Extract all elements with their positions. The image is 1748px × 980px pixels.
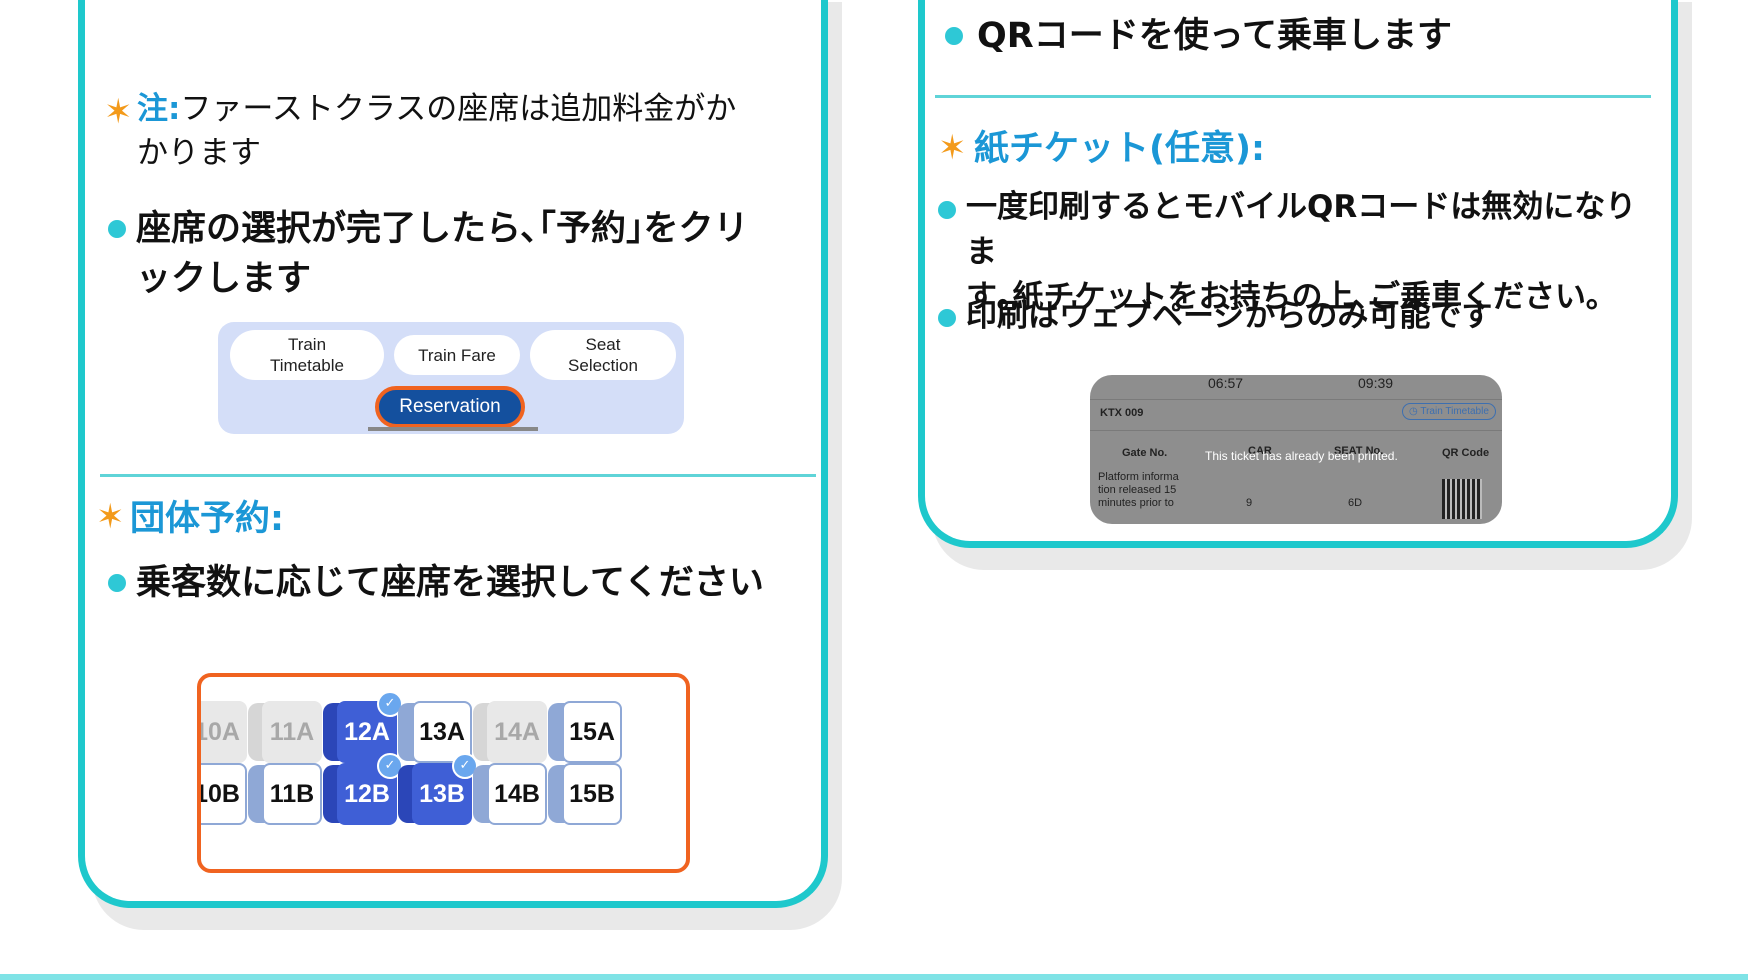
scroll-indicator [368,427,538,431]
printed-ticket-screenshot: 06:57 09:39 KTX 009 ◷ Train Timetable Ga… [1090,375,1502,524]
car-value: 9 [1246,497,1253,509]
seat-label: 11B [262,763,322,825]
seat-15B[interactable]: 15B [548,759,628,829]
seat-11A[interactable]: 11A [248,697,328,767]
seat-10A[interactable]: 10A [201,697,253,767]
reservation-tabs-panel: Train Timetable Train Fare Seat Selectio… [218,322,684,434]
bullet-icon [938,309,956,327]
tab-train-timetable[interactable]: Train Timetable [230,330,384,380]
depart-time: 06:57 [1208,375,1244,391]
seat-label: 14B [487,763,547,825]
tab-train-fare[interactable]: Train Fare [394,335,520,375]
seat-label: 15A [562,701,622,763]
seat-label: 15B [562,763,622,825]
arrive-time: 09:39 [1358,375,1394,391]
reserve-line1: 座席の選択が完了したら､｢予約｣をクリ [136,209,749,249]
seat-13B[interactable]: 13B✓ [398,753,478,829]
col-qr: QR Code [1442,447,1490,459]
bullet-icon [108,574,126,592]
seat-13A[interactable]: 13A [398,697,478,767]
seat-label: 12B [337,763,397,825]
reserve-instruction: 座席の選択が完了したら､｢予約｣をクリ ックします [136,204,796,304]
bullet-icon [945,27,963,45]
platform-info: Platform informa tion released 15 minute… [1098,471,1179,509]
train-number: KTX 009 [1100,407,1144,419]
star-icon: ✶ [96,497,125,537]
seat-11B[interactable]: 11B [248,759,328,829]
seat-14A[interactable]: 14A [473,697,553,767]
group-heading: 団体予約: [130,499,284,539]
star-icon: ✶ [104,92,133,132]
tab-seat-selection[interactable]: Seat Selection [530,330,676,380]
print-text: 印刷はウェブページからのみ可能です [966,298,1493,334]
group-text: 乗客数に応じて座席を選択してください [136,563,764,603]
seat-label: 13A [412,701,472,763]
col-gate: Gate No. [1122,447,1168,459]
col-seat: SEAT No. [1334,445,1384,457]
section-divider [935,95,1651,98]
bottom-rule [0,974,1748,980]
reserve-line2: ックします [136,259,312,299]
already-printed-notice: This ticket has already been printed. [1205,449,1398,463]
paper-ticket-text: 一度印刷するとモバイルQRコードは無効になりま す｡紙チケットをお持ちの上､ご乗… [966,185,1666,320]
seat-label: 10A [201,701,247,763]
seat-label: 11A [262,701,322,763]
bullet-icon [108,220,126,238]
seat-value: 6D [1348,497,1363,509]
note-label: 注: [137,91,181,127]
seat-label: 14A [487,701,547,763]
train-timetable-link[interactable]: ◷ Train Timetable [1402,403,1496,420]
section-divider [100,474,816,477]
qr-boarding-text: QRコードを使って乗車します [977,16,1452,56]
seat-12B[interactable]: 12B✓ [323,753,403,829]
seat-15A[interactable]: 15A [548,697,628,767]
paper-ticket-heading: 紙チケット(任意): [974,129,1265,169]
seat-label: 13B [412,763,472,825]
note-text-line2: かります [137,135,261,171]
clock-icon: ◷ [1409,406,1418,417]
note-text-line1: ファーストクラスの座席は追加料金がか [180,91,737,127]
paper-text-line2: す｡紙チケットをお持ちの上､ご乗車ください｡ [966,279,1602,315]
seat-label: 10B [201,763,247,825]
bullet-icon [938,201,956,219]
col-car: CAR [1248,445,1272,457]
note-paragraph: 注:ファーストクラスの座席は追加料金がか かります [137,87,787,175]
qr-code-icon [1442,479,1482,519]
seat-14B[interactable]: 14B [473,759,553,829]
reservation-button[interactable]: Reservation [375,386,525,428]
seat-10B[interactable]: 10B [201,759,253,829]
star-icon: ✶ [938,128,967,168]
paper-text-line1: 一度印刷するとモバイルQRコードは無効になりま [966,189,1637,270]
